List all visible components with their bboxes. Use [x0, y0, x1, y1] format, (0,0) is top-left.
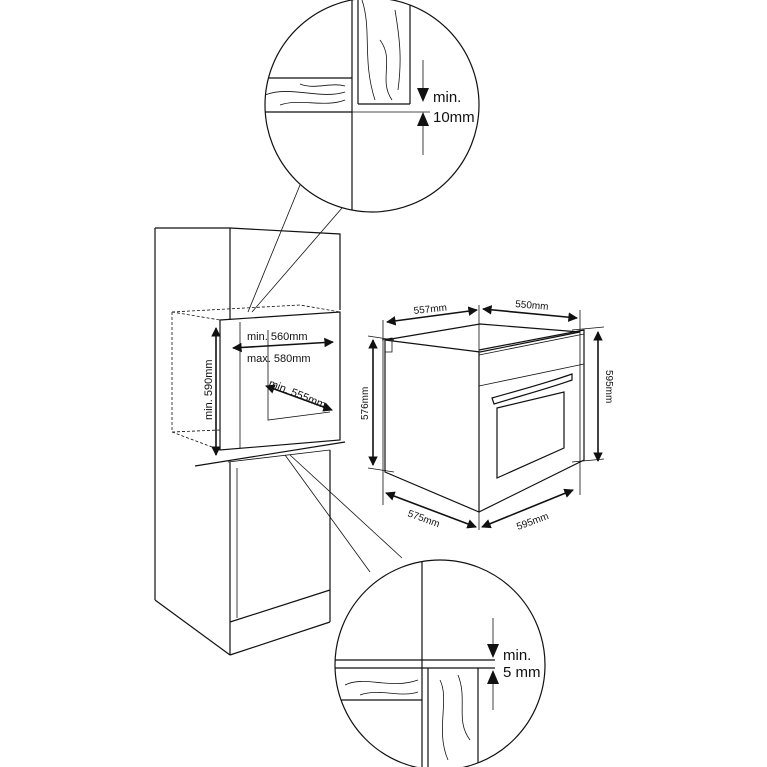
oven-width-top-label: 550mm [515, 299, 549, 313]
cabinet-depth-min-label: min. 555mm [267, 378, 328, 412]
cabinet-width-min-label: min. 560mm [247, 331, 308, 343]
bottom-gap-min-label: min. [503, 647, 531, 664]
cabinet-width-max-label: max. 580mm [247, 353, 311, 365]
cabinet-height-min-label: min. 590mm [203, 359, 215, 420]
oven: 557mm 550mm 576mm 595mm 575mm 595mm [360, 299, 614, 533]
oven-width-bottom-label: 595mm [515, 511, 550, 533]
top-gap-value-label: 10mm [433, 109, 475, 126]
oven-height-side-label: 576mm [360, 387, 371, 420]
top-gap-min-label: min. [433, 89, 461, 106]
top-gap-detail: min. 10mm [247, 0, 480, 313]
bottom-gap-detail: min. 5 mm [284, 454, 546, 767]
oven-height-front-label: 595mm [603, 370, 614, 403]
oven-depth-top-label: 557mm [413, 303, 447, 317]
bottom-gap-value-label: 5 mm [503, 664, 541, 681]
tall-cabinet: min. 560mm max. 580mm min. 590mm min. 55… [154, 227, 346, 656]
